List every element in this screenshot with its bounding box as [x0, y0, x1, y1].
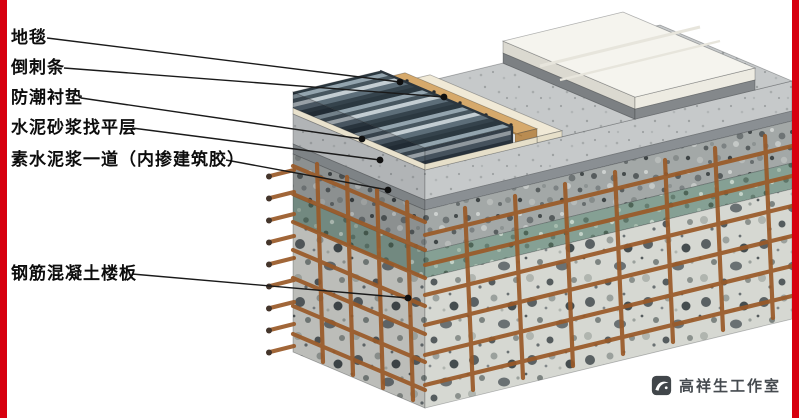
- leader-dot-underlay: [358, 135, 366, 143]
- label-reinforced-concrete-slab: 钢筋混凝土楼板: [11, 264, 137, 283]
- rebar-mesh: [266, 133, 795, 403]
- label-tack-strip: 倒刺条: [11, 58, 65, 77]
- leader-line-tack-strip: [63, 67, 445, 98]
- rebar-stub-ends: [266, 173, 272, 356]
- leader-dot-mortar: [376, 156, 384, 164]
- pad-top-surface: [501, 11, 757, 98]
- leader-dot-slab: [404, 294, 412, 302]
- leader-lines: [46, 37, 445, 299]
- studio-name: 高祥生工作室: [678, 379, 781, 395]
- leader-line-carpet: [46, 37, 401, 83]
- studio-logo-icon: [651, 375, 672, 396]
- label-moisture-underlay: 防潮衬垫: [11, 88, 83, 107]
- red-border-right: [792, 0, 799, 418]
- rebar-front-face-bars: [422, 133, 795, 393]
- rebar-left-face-bars: [290, 161, 428, 403]
- red-border-left: [0, 0, 7, 418]
- studio-watermark: 高祥生工作室: [651, 375, 781, 396]
- leader-line-underlay: [80, 97, 363, 140]
- rebar-stubs: [267, 167, 297, 355]
- leader-dots: [358, 78, 448, 302]
- underlay-under-carpet-front: [424, 136, 538, 171]
- leader-dot-slurry: [384, 186, 392, 194]
- pad-front-lower: [634, 79, 756, 120]
- label-plain-cement-slurry: 素水泥浆一道（内掺建筑胶）: [11, 150, 245, 169]
- label-carpet: 地毯: [11, 28, 47, 47]
- leader-line-slab: [131, 273, 409, 299]
- label-cement-mortar-leveling: 水泥砂浆找平层: [11, 118, 137, 137]
- carpet-cut-edge: [379, 69, 514, 143]
- leader-dot-carpet: [396, 78, 404, 86]
- block-left-faces: [292, 91, 426, 409]
- leader-line-slurry: [225, 159, 389, 191]
- top-surfaces: [291, 11, 794, 171]
- moisture-underlay-pad: [501, 11, 757, 120]
- leader-dot-tack-strip: [440, 93, 448, 101]
- tack-strip-front: [514, 128, 538, 143]
- leader-line-mortar: [131, 127, 381, 161]
